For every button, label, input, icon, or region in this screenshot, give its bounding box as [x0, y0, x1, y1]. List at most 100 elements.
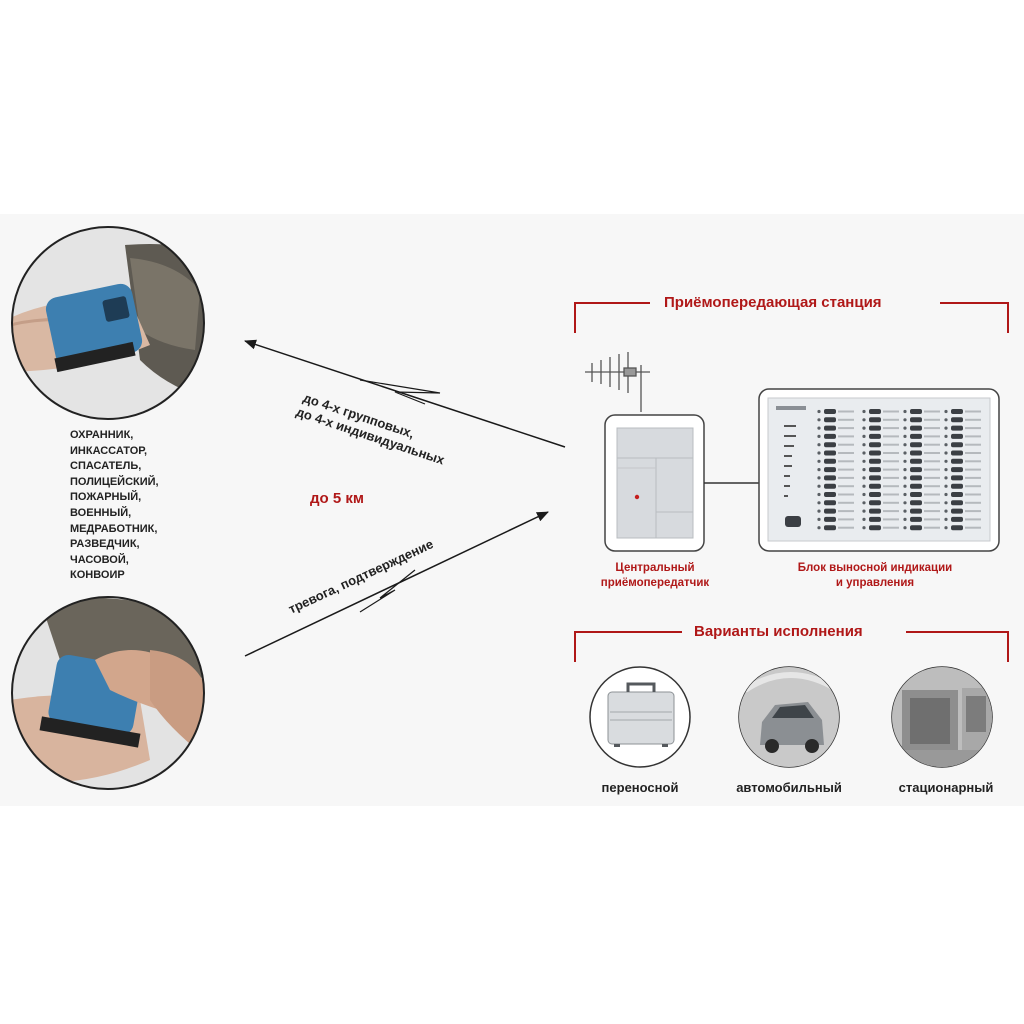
indicator-led — [862, 451, 866, 455]
indicator-key — [869, 458, 881, 464]
downlink-zigzag — [359, 379, 441, 405]
indicator-key — [951, 433, 963, 439]
variant-label-stationary: стационарный — [898, 780, 994, 795]
indicator-led — [862, 434, 866, 438]
indicator-label-strip — [883, 443, 899, 446]
indicator-key — [824, 458, 836, 464]
indicator-led — [944, 517, 948, 522]
indicator-key — [869, 500, 881, 506]
indicator-key — [824, 467, 836, 473]
indicator-label-strip — [883, 510, 899, 513]
indicator-led — [817, 501, 821, 505]
indicator-key — [869, 442, 881, 448]
indicator-led — [862, 409, 866, 414]
role-item: РАЗВЕДЧИК, — [70, 538, 140, 551]
indicator-led — [903, 418, 907, 422]
indicator-led — [944, 509, 948, 513]
indicator-key — [824, 492, 836, 497]
indicator-label-strip — [965, 460, 981, 463]
indicator-key — [951, 458, 963, 464]
indicator-key — [951, 425, 963, 431]
indicator-led — [862, 517, 866, 522]
indicator-label-strip — [883, 493, 899, 496]
indicator-label-strip — [924, 410, 940, 413]
indicator-label-strip — [838, 518, 854, 521]
indicator-key — [869, 417, 881, 423]
indicator-key — [910, 433, 922, 439]
portable-variant-image — [589, 666, 691, 768]
role-item: ПОЖАРНЫЙ, — [70, 491, 142, 504]
indicator-key — [951, 516, 963, 522]
indicator-key — [910, 508, 922, 514]
indicator-led — [903, 426, 907, 430]
indicator-label-strip — [924, 435, 940, 438]
indicator-led — [944, 443, 948, 447]
indicator-label-strip — [883, 501, 899, 504]
indicator-label-strip — [883, 435, 899, 438]
indicator-label-strip — [838, 468, 854, 471]
indicator-label-strip — [965, 510, 981, 513]
indicator-led — [862, 526, 866, 530]
indicator-label-strip — [883, 418, 899, 421]
indicator-led — [817, 526, 821, 530]
indicator-label-strip — [924, 518, 940, 521]
indicator-key — [869, 433, 881, 439]
indicator-label-strip — [838, 485, 854, 488]
indicator-key — [951, 525, 963, 531]
indicator-led — [903, 409, 907, 414]
panel-caption-line2: и управления — [835, 577, 915, 589]
indicator-key — [951, 417, 963, 423]
indicator-key — [869, 525, 881, 531]
indicator-led — [862, 443, 866, 447]
indicator-key — [951, 508, 963, 514]
role-item: МЕДРАБОТНИК, — [70, 522, 158, 535]
indicator-key — [824, 516, 836, 522]
role-item: СПАСАТЕЛЬ, — [70, 460, 142, 473]
indicator-key — [910, 458, 922, 464]
indicator-led — [944, 409, 948, 414]
indicator-led — [862, 468, 866, 472]
indicator-led — [903, 459, 907, 463]
indicator-label-strip — [965, 410, 981, 413]
indicator-label-strip — [838, 493, 854, 496]
indicator-key — [824, 433, 836, 439]
indicator-led — [903, 526, 907, 530]
indicator-key — [869, 409, 881, 414]
indicator-label-strip — [965, 485, 981, 488]
indicator-led — [903, 451, 907, 455]
car-variant-image — [738, 666, 840, 768]
indicator-label-strip — [924, 418, 940, 421]
indicator-led — [817, 468, 821, 472]
indicator-led — [862, 426, 866, 430]
indicator-led — [862, 459, 866, 463]
indicator-key — [910, 417, 922, 423]
indicator-led — [862, 484, 866, 488]
indicator-key — [910, 525, 922, 531]
indicator-label-strip — [838, 427, 854, 430]
indicator-led — [817, 409, 821, 414]
wrist-device-photo-bottom — [11, 596, 205, 790]
panel-caption: Блок выносной индикации и управления — [780, 561, 970, 591]
indicator-label-strip — [924, 468, 940, 471]
role-item: ЧАСОВОЙ, — [70, 553, 129, 566]
indicator-key — [824, 409, 836, 414]
indicator-led — [944, 434, 948, 438]
indicator-led — [944, 484, 948, 488]
indicator-led — [944, 459, 948, 463]
indicator-led — [862, 476, 866, 480]
panel-caption-line1: Блок выносной индикации — [797, 562, 953, 574]
variants-bracket — [574, 631, 1009, 662]
indicator-label-strip — [924, 476, 940, 479]
indicator-key — [824, 483, 836, 489]
indicator-label-strip — [924, 493, 940, 496]
indicator-label-strip — [883, 485, 899, 488]
indicator-label-strip — [965, 418, 981, 421]
indicator-key — [951, 492, 963, 497]
indicator-label-strip — [924, 501, 940, 504]
indicator-led — [903, 468, 907, 472]
indicator-led — [817, 484, 821, 488]
indicator-led — [903, 434, 907, 438]
indicator-led — [817, 476, 821, 480]
indicator-led — [944, 451, 948, 455]
